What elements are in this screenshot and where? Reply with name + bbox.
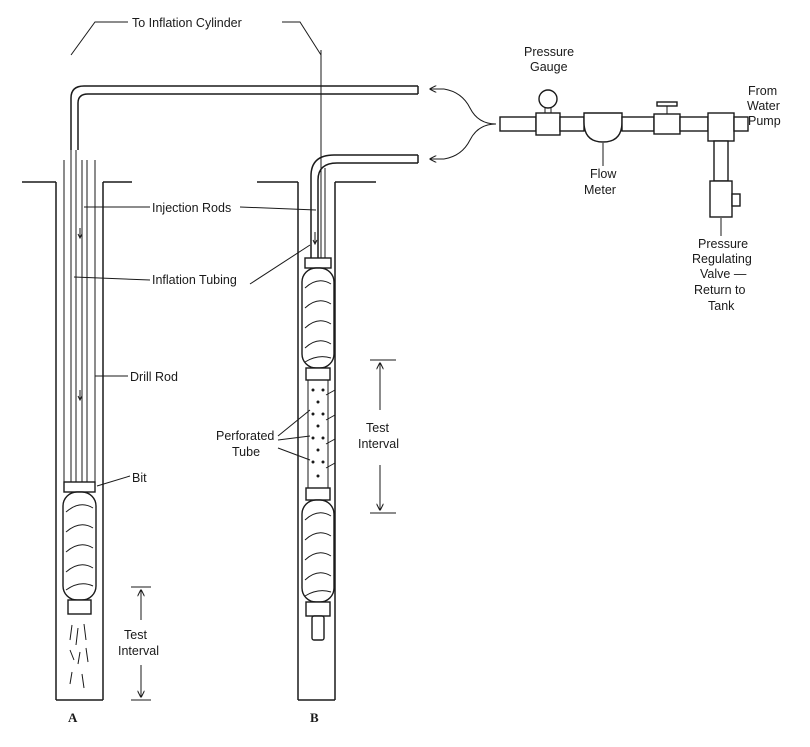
from-water-pump-label-3: Pump <box>748 114 781 128</box>
perforated-tube-label-1: Perforated <box>216 429 274 443</box>
flow-arrow-a-1 <box>77 228 83 240</box>
perforated-tube <box>307 379 329 489</box>
bit-leader <box>96 475 131 487</box>
packer-b-lower-end-cap <box>305 601 331 617</box>
split-curve-upper <box>443 88 497 125</box>
surface-plumbing <box>430 88 749 218</box>
from-water-pump-label-1: From <box>748 84 777 98</box>
pump-tee <box>707 112 735 142</box>
flow-arrow-a-2 <box>77 390 83 402</box>
to-inflation-cylinder-label: To Inflation Cylinder <box>132 16 242 30</box>
packer-b-upper-cap <box>304 257 332 269</box>
prv-label-5: Tank <box>708 299 735 313</box>
drill-rod-label: Drill Rod <box>130 370 178 384</box>
test-interval-b-label-2: Interval <box>358 437 399 451</box>
injection-rods-label: Injection Rods <box>152 201 231 215</box>
drill-bit-a <box>63 481 96 493</box>
pressure-gauge-icon <box>538 89 558 109</box>
panel-a-label: A <box>68 710 78 725</box>
packer-b-lower-wrap <box>304 512 332 597</box>
perforated-tube-label-2: Tube <box>232 445 260 459</box>
flow-meter-icon <box>583 112 623 143</box>
flow-meter-label-2: Meter <box>584 183 616 197</box>
pipe-segment-3 <box>621 116 655 132</box>
prv-label-2: Regulating <box>692 252 752 266</box>
prv-label-1: Pressure <box>698 237 748 251</box>
valve-body <box>653 113 681 135</box>
pipe-segment-1 <box>499 116 537 132</box>
valve-handle <box>656 101 678 107</box>
packer-b-upper-lower-cap <box>305 367 331 381</box>
injection-line-b-inner <box>317 162 418 258</box>
inflation-line-a-outer <box>70 85 418 150</box>
from-water-pump-label-2: Water <box>747 99 780 113</box>
inflation-tubing-label: Inflation Tubing <box>152 273 237 287</box>
prv-label-4: Return to <box>694 283 745 297</box>
water-discharge-a <box>69 623 89 689</box>
pipe-from-pump <box>733 116 749 132</box>
bit-label: Bit <box>132 471 147 485</box>
test-interval-b-label-1: Test <box>366 421 389 435</box>
gauge-tee <box>535 112 561 136</box>
pipe-segment-4 <box>679 116 709 132</box>
pressure-gauge-label-2: Gauge <box>530 60 568 74</box>
packer-a-wrap <box>65 504 94 591</box>
borehole-a: Test Interval A <box>22 85 419 725</box>
injection-line-b-outer <box>310 154 418 258</box>
injection-rods-leader-b <box>239 206 317 211</box>
packer-b-upper-wrap <box>304 280 332 363</box>
prv-label-3: Valve — <box>700 267 747 281</box>
test-interval-a-label-1: Test <box>124 628 147 642</box>
pipe-segment-2 <box>559 116 585 132</box>
packer-b-nose <box>311 615 325 641</box>
perforations <box>311 388 325 478</box>
packer-a-end-cap <box>67 599 92 615</box>
panel-b-label: B <box>310 710 319 725</box>
flow-meter-label-1: Flow <box>590 167 617 181</box>
prv-body <box>709 180 733 218</box>
flow-arrow-b <box>312 232 318 246</box>
inflation-tubing-leader-b <box>249 244 311 285</box>
perforation-flow-arrows <box>325 389 336 469</box>
packer-b-lower-cap <box>305 487 331 501</box>
borehole-b: Test Interval B <box>257 50 419 725</box>
prv-port <box>731 193 741 207</box>
split-curve-lower <box>443 123 497 160</box>
test-interval-a-label-2: Interval <box>118 644 159 658</box>
pipe-to-prv <box>713 140 729 182</box>
inflation-line-a-inner <box>77 93 418 150</box>
to-inflation-cylinder-bracket: To Inflation Cylinder <box>70 16 322 56</box>
pressure-gauge-label-1: Pressure <box>524 45 574 59</box>
perforated-tube-leaders <box>277 409 311 461</box>
inflation-tubing-leader-a <box>73 276 151 281</box>
